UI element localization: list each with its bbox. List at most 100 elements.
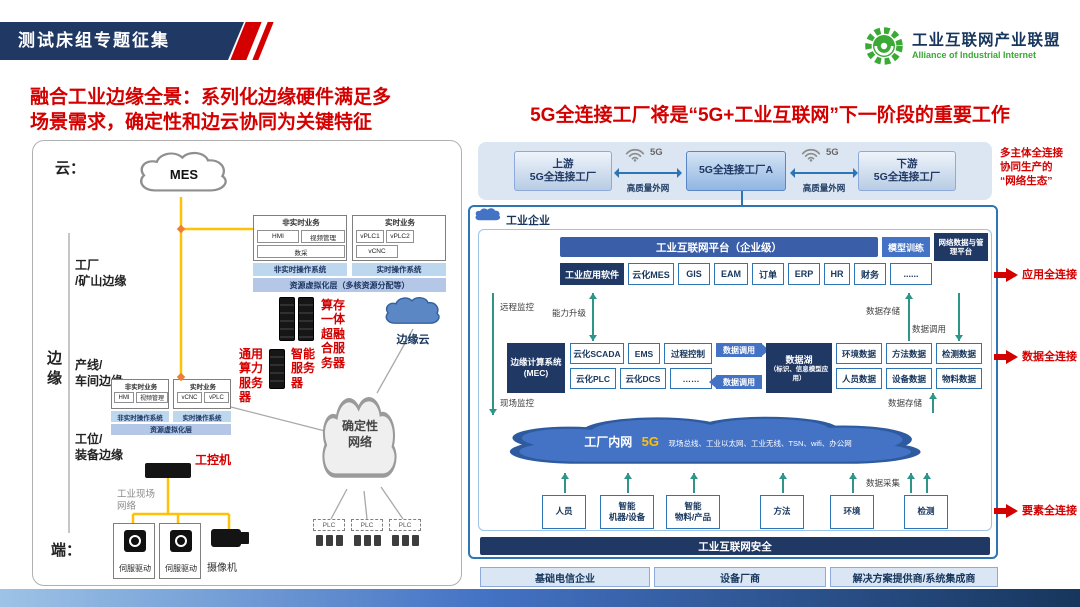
lake-item: 方法数据 [886,343,932,364]
app-box: ...... [890,263,932,285]
app-item: HMI [114,392,134,403]
data-collect-arrow [907,473,915,493]
server-tower-icon [279,297,295,341]
camera-icon [211,529,241,547]
lake-item: 环境数据 [836,343,882,364]
plc-box: PLC [351,519,383,531]
capability-label: 能力升级 [552,308,587,318]
bidirectional-arrow [614,168,682,178]
data-collect-label: 数据采集 [866,478,901,488]
plc-devices-icon [316,535,343,546]
app-item: vPLC1 [356,230,384,243]
remote-monitor-arrow [489,293,497,415]
app-box: 云化MES [628,263,674,285]
enterprise-cloud-icon [474,207,502,223]
network-ecosystem-note: 多主体全连接 协同生产的 “网络生态” [1000,147,1063,188]
center-factory-box: 5G全连接工厂A [686,151,786,191]
smart-server-label: 智能服务器 [291,347,316,390]
lake-item: 人员数据 [836,368,882,389]
element-arrow [923,473,931,493]
intranet-5g-label: 5G [641,434,659,449]
app-box: EAM [714,263,748,285]
rt-os-bar-small: 实时操作系统 [173,411,231,422]
enterprise-panel: 工业企业 工业互联网平台（企业级） 模型训练 网络数据与管理平台 工业应用软件 … [468,205,998,559]
app-connection-label: 应用全连接 [1022,269,1077,281]
junction-diamond [176,224,186,234]
page-title: 测试床组专题征集 [18,31,170,50]
field-network-label: 工业现场 网络 [117,489,156,513]
element-box: 智能 机器/设备 [600,495,654,529]
lake-item: 物料数据 [936,368,982,389]
device-chip-icon [326,535,333,546]
conn-arrow-bar [994,354,1006,360]
nonrt-apps-box-small: 非实时业务 HMI 视频管理 [111,379,169,409]
vendor-box: 基础电信企业 [480,567,650,587]
nonrt-apps-title: 非实时业务 [124,383,158,391]
data-call-arrow [955,293,963,341]
mec-item: 云化DCS [620,368,666,389]
logo-name-en: Alliance of Industrial Internet [912,50,1037,60]
app-item: vCNC [356,245,398,258]
data-store-arrow [905,293,913,341]
plc-devices-icon [392,535,419,546]
camera-label: 摄像机 [207,563,237,574]
ipc-icon [145,463,191,478]
bidirectional-arrow [790,168,858,178]
device-chip-icon [402,535,409,546]
app-box: GIS [678,263,710,285]
element-box: 环境 [830,495,874,529]
ipc-label: 工控机 [195,453,232,467]
network-mgmt-box: 网络数据与管理平台 [934,233,988,261]
rt-apps-title: 实时业务 [385,218,415,227]
conn-arrow-icon [1006,350,1018,364]
right-section-title: 5G全连接工厂将是“5G+工业互联网”下一阶段的重要工作 [530,105,1010,126]
data-store-arrow [929,393,937,413]
layer-label-factory-edge: 工厂 /矿山边缘 [75,258,127,289]
lake-item: 设备数据 [886,368,932,389]
edge-panorama-panel: 云： MES 工厂 /矿山边缘 边 缘 产线/ 车间边缘 工位/ 装备边缘 端：… [32,140,462,586]
device-chip-icon [354,535,361,546]
flow-panel-connector [741,191,743,205]
lake-item: 检测数据 [936,343,982,364]
app-box: HR [824,263,850,285]
mec-box: 边缘计算系统 (MEC) [507,343,565,393]
app-item: 视频管理 [136,392,168,403]
mec-item: 云化PLC [570,368,616,389]
servo-label: 伺服驱动 [165,563,197,573]
element-arrow [690,473,698,493]
enterprise-label: 工业企业 [506,215,550,227]
capability-arrow [589,293,597,341]
app-item: HMI [257,230,299,243]
element-box: 人员 [542,495,586,529]
device-chip-icon [374,535,381,546]
conn-arrow-icon [1006,504,1018,518]
plc-box: PLC [389,519,421,531]
security-bar: 工业互联网安全 [480,537,990,555]
wan-label: 高质量外网 [626,183,670,193]
plc-box: PLC [313,519,345,531]
virtualization-bar-small: 资源虚拟化层 [111,424,231,435]
app-box: ERP [788,263,820,285]
layer-label-end: 端： [51,542,82,559]
element-connection-label: 要素全连接 [1022,505,1077,517]
plc-devices-icon [354,535,381,546]
factory-intranet-text: 工厂内网 5G 现场总线、工业以太网、工业无线、TSN、wifi、办公网 [500,433,936,451]
camera-lens-icon [240,532,249,544]
element-arrow [624,473,632,493]
mec-item: 云化SCADA [570,343,624,364]
data-store-label: 数据存储 [866,306,901,316]
device-chip-icon [336,535,343,546]
mec-item: …… [670,368,712,389]
edge-cloud-label: 边缘云 [396,334,430,346]
g5-label: 5G [650,147,663,158]
intranet-networks: 现场总线、工业以太网、工业无线、TSN、wifi、办公网 [668,439,852,448]
general-server-label: 通用算力服务器 [239,347,264,405]
wifi-5g-icon [801,149,821,162]
factory-edge-stack: 非实时业务 HMI 视频管理 数采 实时业务 vPLC1 vPLC2 vCNC … [253,215,446,292]
arrow-right-icon [762,344,769,356]
servo-drive-box: 伺服驱动 [113,523,155,579]
mec-item: EMS [628,343,660,364]
app-item: vPLC [204,392,229,403]
header-banner [0,22,244,60]
